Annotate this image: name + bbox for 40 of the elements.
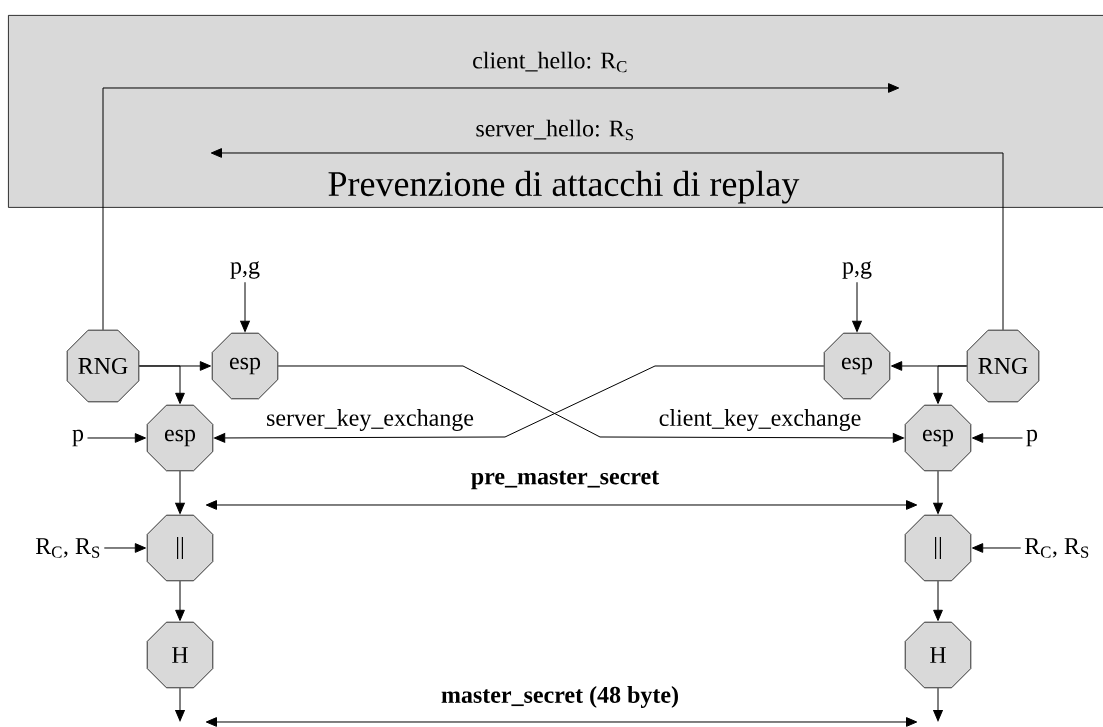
edge-label: client_hello: R$_{C}$ [473,51,627,73]
arrow [175,687,185,722]
arrow [972,543,1022,553]
arrow [102,83,900,331]
arrow [240,281,250,332]
octagon-node: || [904,514,972,582]
arrow [277,365,904,443]
edge-label: server_key_exchange [267,409,474,431]
arrow [214,365,825,443]
input-label: R$_{C}$, R$_{S}$ [35,538,100,558]
input-label: p,g [230,261,260,279]
edge-label: server_hello: R$_{S}$ [476,119,634,141]
octagon-node: esp [211,332,279,400]
edge-label: client_key_exchange [659,409,861,431]
octagon-node: || [146,514,214,582]
input-label: R$_{C}$, R$_{S}$ [1024,538,1089,558]
arrow [138,365,185,404]
octagon-node: esp [146,404,214,472]
input-label: p [72,429,84,447]
arrow [103,543,146,553]
arrow [933,580,943,621]
arrow [933,687,943,722]
octagon-node: RNG [966,329,1040,403]
arrow [852,281,862,332]
arrow [933,470,943,514]
arrow [972,433,1023,443]
arrow [175,470,185,514]
arrow [87,433,146,443]
input-label: p,g [842,261,872,279]
octagon-node: RNG [66,329,140,403]
octagon-node: esp [823,332,891,400]
octagon-node: esp [904,404,972,472]
shared-value-label: pre_master_secret [471,470,660,490]
arrow [933,365,968,404]
octagon-node: H [904,621,972,689]
shared-value-label: master_secret (48 byte) [441,686,678,708]
arrow [175,580,185,621]
input-label: p [1026,429,1038,447]
octagon-node: H [146,621,214,689]
arrow [210,148,1004,331]
